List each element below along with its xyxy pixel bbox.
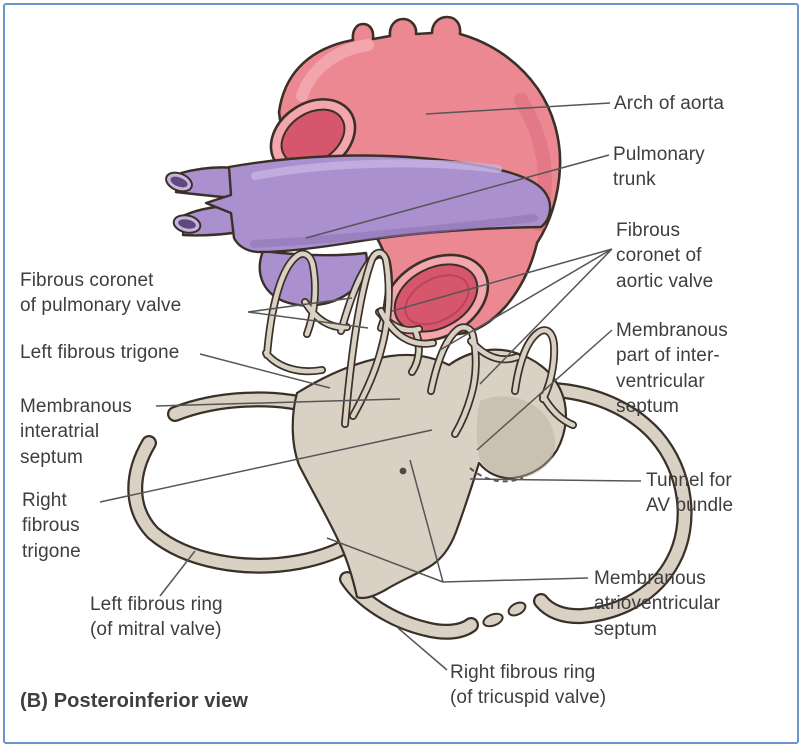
aortic-valve-coronet xyxy=(341,248,577,438)
right-fibrous-ring-main-arc-fill xyxy=(464,383,691,622)
left-pulmonary-branch-upper xyxy=(174,166,236,200)
leader-left-fibrous-trigone xyxy=(199,353,331,389)
leader-pulmonary-trunk xyxy=(305,154,610,239)
leader-arch-of-aorta xyxy=(425,102,611,115)
leader-tunnel-av-bundle xyxy=(469,478,642,482)
leader-membranous-interatrial xyxy=(155,398,401,407)
figure-caption: (B) Posteroinferior view xyxy=(20,690,248,712)
right-ring-dashed-segments xyxy=(482,601,527,628)
leader-left-fibrous-ring xyxy=(159,550,196,597)
label-membranous-interatrial: Membranous interatrial septum xyxy=(20,396,132,468)
label-right-fibrous-ring: Right fibrous ring (of tricuspid valve) xyxy=(450,662,607,709)
label-membranous-atrioventricular: Membranous atrioventricular septum xyxy=(594,568,721,640)
label-right-fibrous-trigone: Right fibrous trigone xyxy=(22,490,81,562)
leader-membranous-interventricular xyxy=(476,329,613,451)
pulmonary-branch-opening-lower xyxy=(172,214,202,234)
label-tunnel-av-bundle: Tunnel for AV bundle xyxy=(646,470,734,517)
label-pulmonary-trunk: Pulmonary trunk xyxy=(613,144,705,191)
leader-fibrous-coronet-aortic xyxy=(391,248,613,385)
leader-lines xyxy=(99,102,642,671)
pulmonary-branch-opening-upper xyxy=(165,171,193,193)
pulmonary-trunk-shadow xyxy=(250,214,538,248)
aorta-highlight xyxy=(296,39,374,102)
leader-membranous-atrioventricular xyxy=(326,459,589,583)
label-fibrous-coronet-pulmonary: Fibrous coronet of pulmonary valve xyxy=(20,270,182,317)
membranous-septum-dashed-edge xyxy=(469,467,524,483)
leader-fibrous-coronet-pulmonary xyxy=(247,297,369,329)
central-fibrous-body-shape xyxy=(291,348,567,600)
av-bundle-foramen-dot xyxy=(399,467,407,475)
label-left-fibrous-ring: Left fibrous ring (of mitral valve) xyxy=(90,594,223,641)
label-fibrous-coronet-aortic: Fibrous coronet of aortic valve xyxy=(616,220,714,292)
leader-right-fibrous-trigone xyxy=(99,429,433,503)
label-membranous-interventricular: Membranous part of inter- ventricular se… xyxy=(616,320,728,417)
pulmonary-trunk-highlight xyxy=(251,159,502,180)
leader-right-fibrous-ring xyxy=(397,627,448,671)
membranous-septum-plate xyxy=(476,396,556,479)
label-arch-of-aorta: Arch of aorta xyxy=(614,93,725,114)
label-left-fibrous-trigone: Left fibrous trigone xyxy=(20,342,180,363)
